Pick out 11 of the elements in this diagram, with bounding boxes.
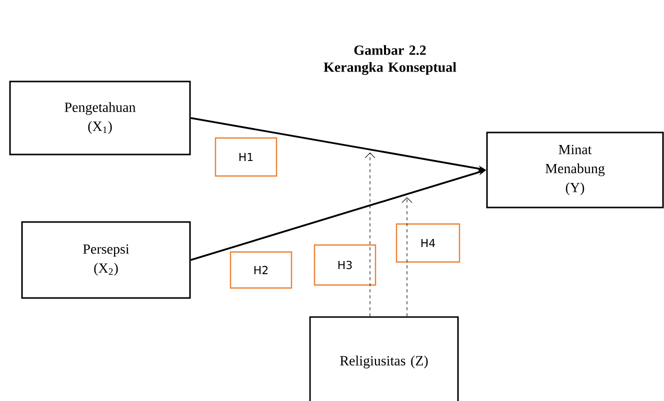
hypothesis-box: H3 [314,244,376,286]
variable-box: Persepsi (X$_{2}$) [21,221,191,299]
dashed-arrow [402,197,412,317]
title: Gambar 2.2 Kerangka Konseptual [324,45,456,75]
variable-box: Minat Menabung (Y) [486,132,664,208]
variable-box: Pengetahuan (X$_{1}$) [9,80,191,156]
hypothesis-box: H2 [230,251,292,289]
dashed-arrow [364,152,376,317]
hypothesis-box: H4 [396,223,460,263]
hypothesis-box: H1 [214,137,278,177]
variable-box: Religiusitas (Z) [309,316,459,401]
